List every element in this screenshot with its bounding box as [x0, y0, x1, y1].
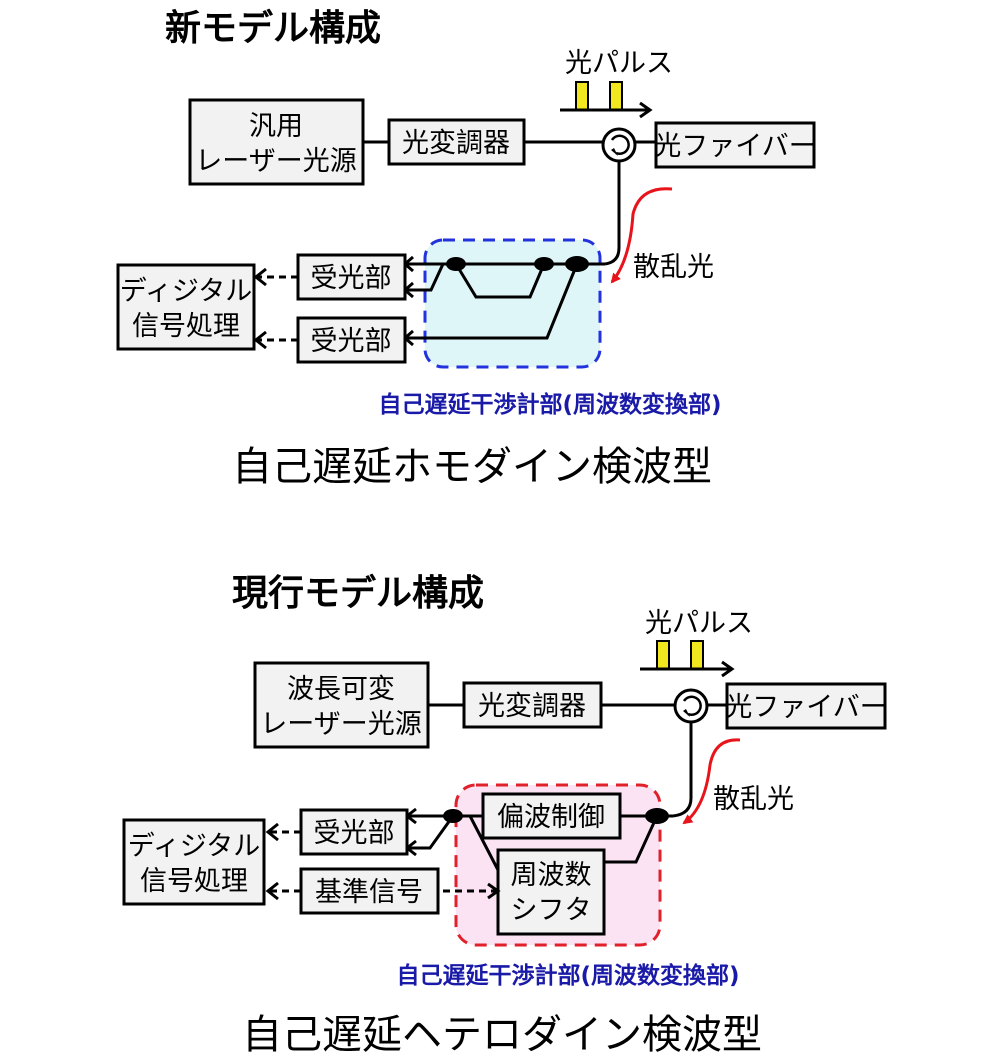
tunable-laser-box: [253, 661, 430, 749]
interferometer-region: [423, 238, 602, 369]
new-model-section: 新モデル構成 光パルス 汎用 レーザー光源 光変調器 光ファイバー: [116, 7, 816, 490]
fiber-label: 光ファイバー: [654, 131, 815, 162]
laser-source-box: [188, 98, 365, 186]
laser-source-line1: 汎用: [249, 111, 303, 142]
shifter-line2: シフタ: [511, 895, 592, 926]
pulse-current-2: [690, 640, 704, 670]
fiber-label-current: 光ファイバー: [725, 692, 886, 723]
pulse-2: [609, 81, 623, 111]
new-model-heading: 新モデル構成: [165, 7, 381, 49]
wire-circulator-down: [604, 161, 621, 266]
modulator-box: [387, 118, 526, 166]
dash-shifter-arrowhead: [487, 882, 501, 900]
current-model-heading: 現行モデル構成: [232, 572, 484, 614]
pulse-arrow-current: [640, 660, 735, 678]
receiver-bottom-label: 受光部: [311, 326, 392, 357]
interferometer-delay-loop: [454, 263, 546, 299]
wire-circulator-down-current: [672, 722, 693, 818]
scatter-arrow: [610, 187, 673, 284]
laser-source-line2: レーザー光源: [195, 146, 356, 177]
interferometer-top-branch: [405, 263, 445, 292]
shifter-line1: 周波数: [511, 860, 592, 891]
dash-receiver-top-arrowhead: [253, 267, 267, 287]
shifter-box: [496, 848, 606, 936]
coupler-node-current-1: [443, 809, 463, 823]
current-model-caption: 自己遅延ヘテロダイン検波型: [242, 1012, 762, 1058]
scatter-label-current: 散乱光: [713, 784, 794, 815]
receiver-label-current: 受光部: [314, 818, 395, 849]
circulator-icon-current: [673, 688, 709, 724]
interferometer-label: 自己遅延干渉計部(周波数変換部): [378, 391, 721, 418]
scatter-arrow-current: [682, 738, 741, 825]
dsp-box: [116, 263, 256, 351]
wire-coupler-to-shifter: [604, 815, 659, 864]
pulse-arrow: [560, 101, 653, 119]
dash-receiver-dsp-arrowhead: [265, 822, 279, 842]
interferometer-label-current: 自己遅延干渉計部(周波数変換部): [396, 962, 739, 989]
polarization-box: [481, 792, 622, 840]
dsp-box-current: [122, 818, 266, 906]
new-model-caption: 自己遅延ホモダイン検波型: [232, 444, 712, 490]
pulse-label: 光パルス: [565, 48, 673, 79]
modulator-label: 光変調器: [402, 128, 510, 159]
polarization-label: 偏波制御: [497, 802, 605, 833]
dsp-current-line2: 信号処理: [140, 866, 248, 897]
current-model-section: 現行モデル構成 光パルス 波長可変 レーザー光源 光変調器 光ファイバー 偏波制…: [122, 572, 887, 1058]
receiver-top-box: [296, 253, 407, 301]
dash-reference-dsp-arrowhead: [265, 881, 279, 901]
pulse-current-1: [656, 640, 670, 670]
dsp-line1: ディジタル: [120, 276, 253, 307]
interferometer-lower-path: [405, 263, 579, 340]
circulator-icon: [601, 127, 637, 163]
fiber-box: [654, 121, 816, 169]
modulator-label-current: 光変調器: [478, 691, 586, 722]
dsp-current-line1: ディジタル: [128, 831, 261, 862]
arrow-to-receiver-top-upper: [402, 255, 424, 273]
receiver-top-label: 受光部: [311, 263, 392, 294]
pulse-label-current: 光パルス: [645, 608, 753, 639]
reference-label: 基準信号: [315, 877, 423, 908]
coupler-node-2: [534, 257, 554, 271]
coupler-node-3: [565, 256, 589, 272]
tunable-laser-line2: レーザー光源: [260, 709, 421, 740]
scatter-label: 散乱光: [633, 252, 714, 283]
modulator-box-current: [462, 681, 603, 729]
coupler-node-1: [446, 257, 466, 271]
tunable-laser-line1: 波長可変: [287, 674, 395, 705]
dash-receiver-bottom-arrowhead: [253, 330, 267, 350]
dsp-line2: 信号処理: [132, 311, 240, 342]
fiber-box-current: [725, 682, 887, 730]
pulse-1: [575, 81, 589, 111]
coupler-node-current-2: [645, 808, 669, 824]
wire-shifter-to-out: [407, 815, 500, 871]
